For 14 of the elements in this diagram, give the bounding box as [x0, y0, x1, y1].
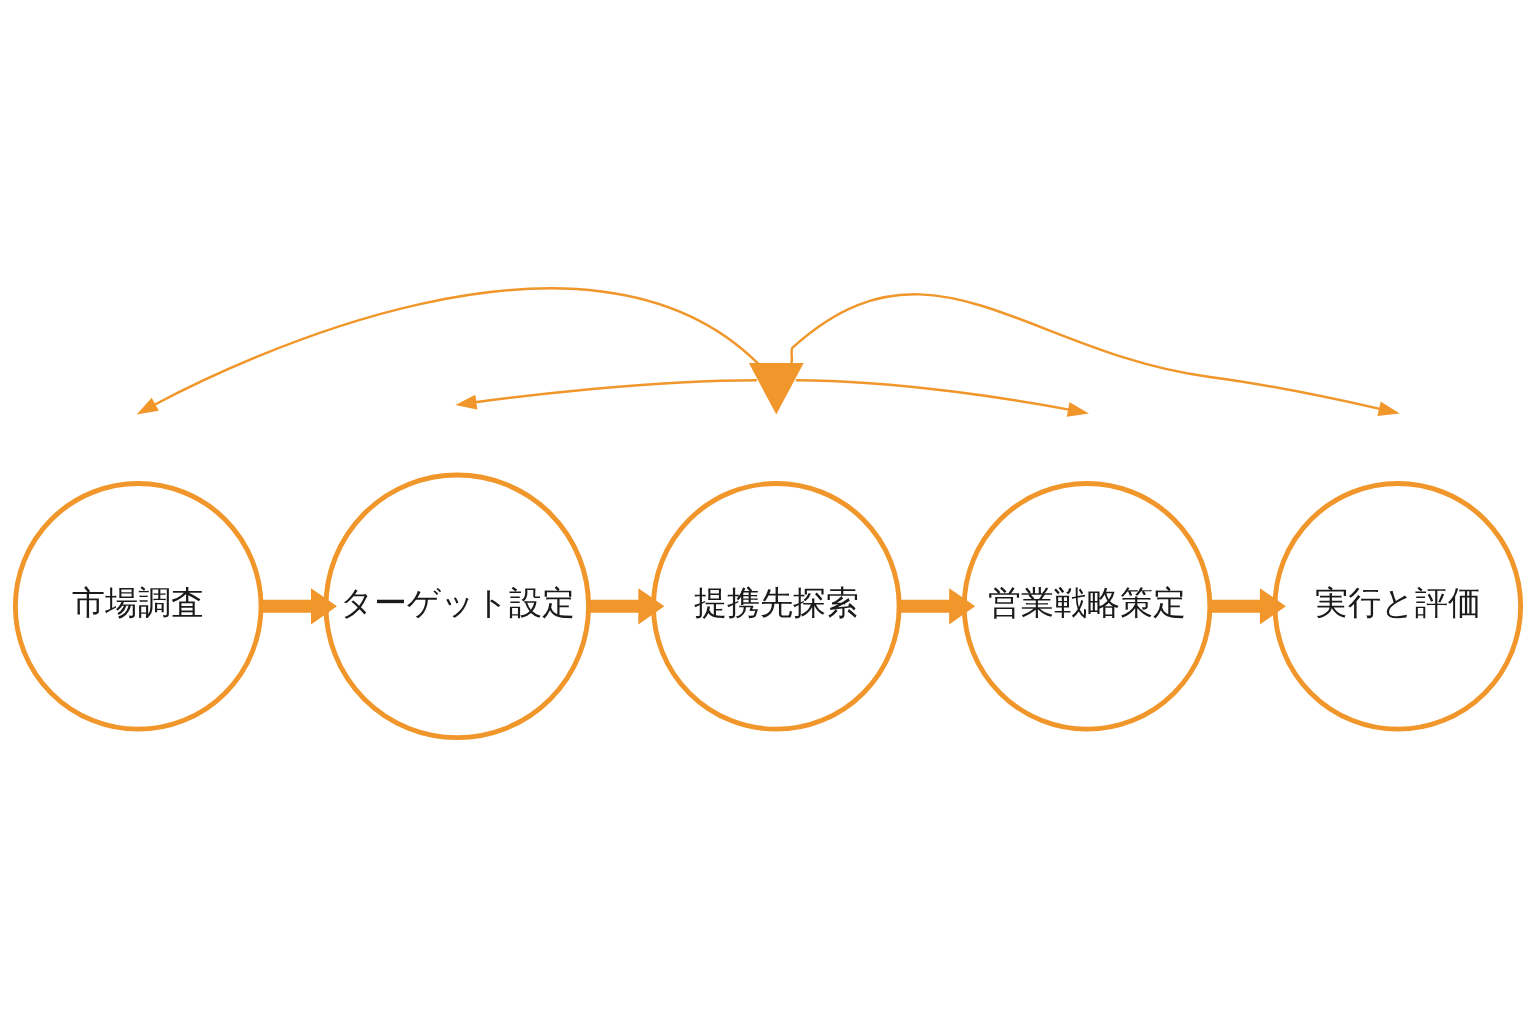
arrow [455, 378, 757, 409]
node-picture [748, 362, 804, 414]
node-circle: 市場調査 [12, 480, 264, 732]
arrow [795, 378, 1089, 417]
arrow [899, 587, 976, 625]
node-circle: 提携先探索 [651, 480, 902, 732]
arrow [588, 587, 665, 625]
arrow [789, 292, 1400, 416]
arrow [261, 587, 337, 625]
arrow [1210, 587, 1286, 625]
node-circle: 実行と評価 [1272, 480, 1524, 732]
arrow [136, 286, 760, 414]
node-circle: ターゲット設定 [323, 472, 591, 740]
node-circle: 営業戦略策定 [961, 480, 1213, 732]
